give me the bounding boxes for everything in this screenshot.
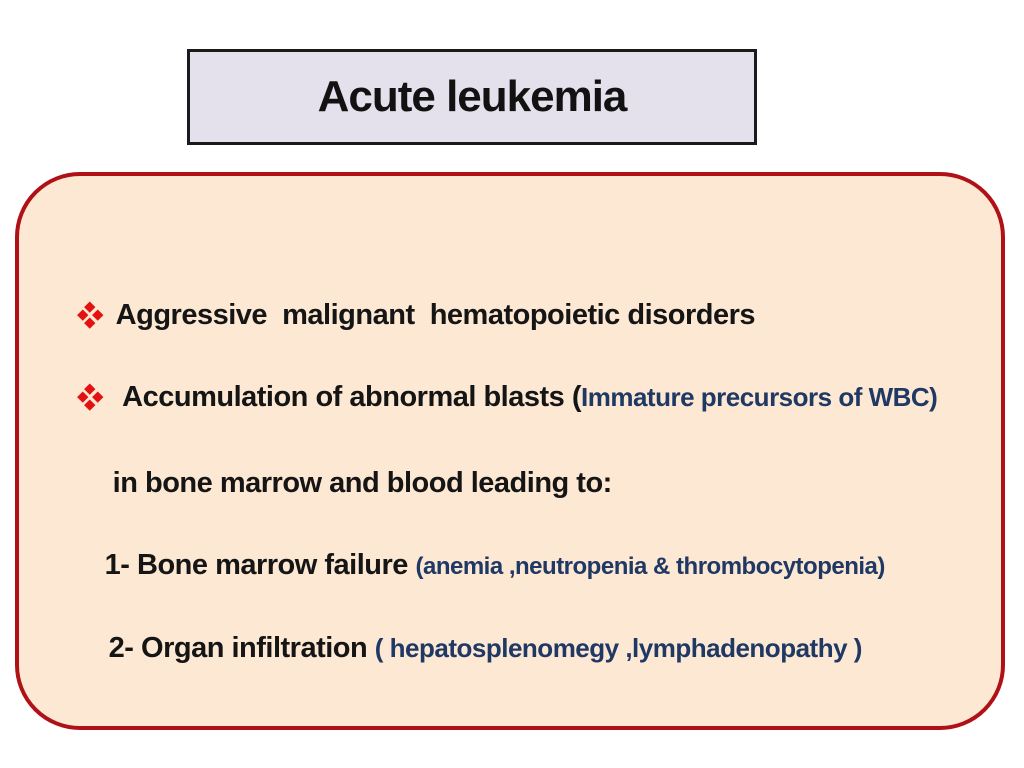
slide-title-box: Acute leukemia xyxy=(187,49,757,145)
page-title: Acute leukemia xyxy=(317,72,628,121)
text-line-organ-infiltration: 2- Organ infiltration ( hepatosplenomegy… xyxy=(85,614,863,683)
bullet-item-accumulation: Accumulation of abnormal blasts (Immatur… xyxy=(55,363,938,432)
bullet-text: Accumulation of abnormal blasts ( xyxy=(115,381,581,413)
line-text: in bone marrow and blood leading to: xyxy=(112,467,613,499)
line-text: 1- Bone marrow failure xyxy=(104,549,416,581)
bullet-item-aggressive: Aggressive malignant hematopoietic disor… xyxy=(55,281,756,350)
red-diamond-bullet-icon xyxy=(77,301,104,328)
text-line-bone-marrow: in bone marrow and blood leading to: xyxy=(89,449,613,518)
bullet-text: Aggressive malignant hematopoietic disor… xyxy=(115,299,756,331)
bullet-text-blue: Immature precursors of WBC) xyxy=(581,382,938,412)
line-text-blue: ( hepatosplenomegy ,lymphadenopathy ) xyxy=(374,633,863,663)
text-line-bone-marrow-failure: 1- Bone marrow failure (anemia ,neutrope… xyxy=(81,531,886,600)
line-text-blue: (anemia ,neutropenia & thrombocytopenia) xyxy=(415,553,885,580)
line-text: 2- Organ infiltration xyxy=(108,632,375,664)
content-panel: Aggressive malignant hematopoietic disor… xyxy=(15,172,1005,730)
red-diamond-bullet-icon xyxy=(77,383,104,410)
